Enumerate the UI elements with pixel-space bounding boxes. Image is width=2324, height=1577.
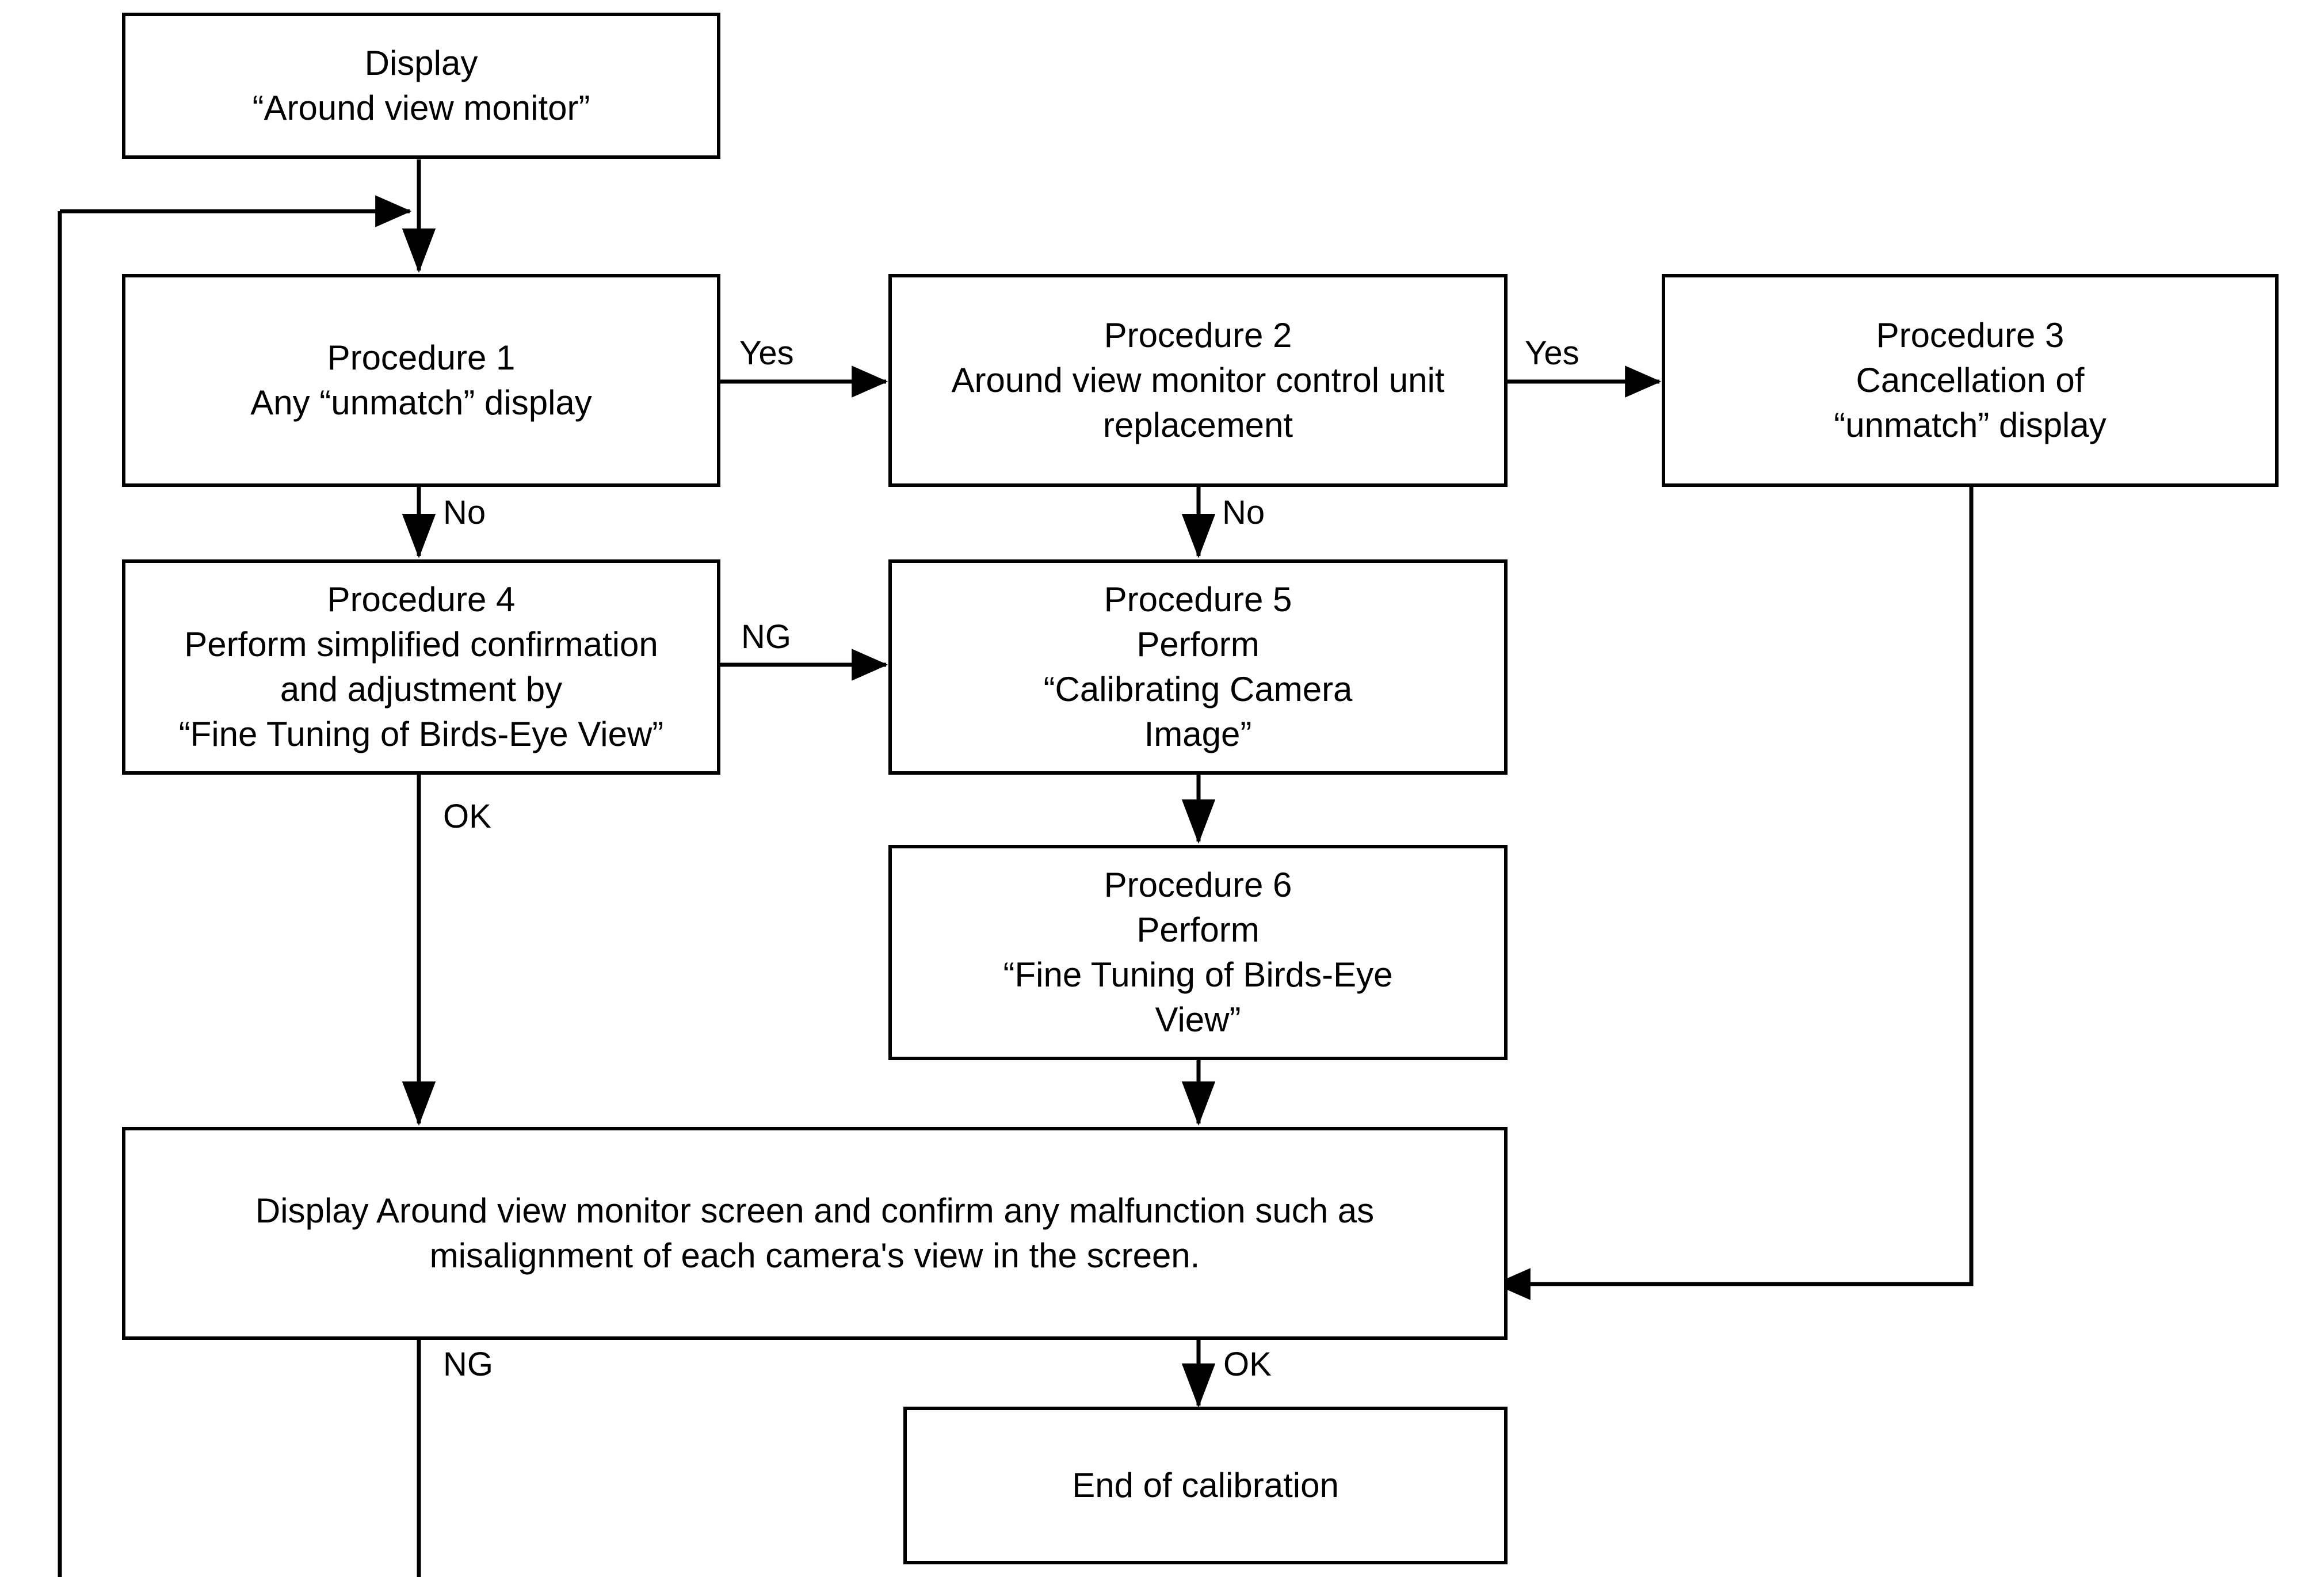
node-display[interactable]: Display “Around view monitor” xyxy=(122,13,720,159)
edge-label-proc1-no-text: No xyxy=(443,494,486,531)
edge-label-proc4-ng-text: NG xyxy=(741,618,791,656)
node-confirm-screen[interactable]: Display Around view monitor screen and c… xyxy=(122,1127,1508,1340)
node-procedure-3[interactable]: Procedure 3 Cancellation of “unmatch” di… xyxy=(1662,274,2279,487)
edge-label-proc4-ok-text: OK xyxy=(443,798,491,835)
node-procedure-4[interactable]: Procedure 4 Perform simplified confirmat… xyxy=(122,559,720,775)
node-end-of-calibration-label: End of calibration xyxy=(1072,1466,1339,1504)
node-procedure-2[interactable]: Procedure 2 Around view monitor control … xyxy=(888,274,1508,487)
edge-proc3-to-confirm xyxy=(1494,486,1974,1300)
edge-label-confirm-ok: OK xyxy=(1223,1348,1272,1381)
node-procedure-5-label: Procedure 5 Perform “Calibrating Camera … xyxy=(1043,580,1353,753)
node-procedure-2-label: Procedure 2 Around view monitor control … xyxy=(951,316,1445,444)
node-display-label: Display “Around view monitor” xyxy=(252,44,590,127)
node-confirm-screen-label: Display Around view monitor screen and c… xyxy=(255,1191,1375,1275)
node-procedure-4-label: Procedure 4 Perform simplified confirmat… xyxy=(178,580,664,753)
edge-label-proc4-ng: NG xyxy=(741,620,791,654)
edge-label-proc2-no: No xyxy=(1222,496,1265,530)
node-procedure-6[interactable]: Procedure 6 Perform “Fine Tuning of Bird… xyxy=(888,845,1508,1060)
edge-label-proc1-no: No xyxy=(443,496,486,530)
node-procedure-5[interactable]: Procedure 5 Perform “Calibrating Camera … xyxy=(888,559,1508,775)
edge-label-confirm-ng: NG xyxy=(443,1348,493,1381)
node-procedure-3-label: Procedure 3 Cancellation of “unmatch” di… xyxy=(1834,316,2107,444)
node-procedure-1[interactable]: Procedure 1 Any “unmatch” display xyxy=(122,274,720,487)
edge-label-proc1-yes: Yes xyxy=(739,337,794,370)
node-end-of-calibration[interactable]: End of calibration xyxy=(903,1407,1508,1564)
edge-label-confirm-ng-text: NG xyxy=(443,1346,493,1383)
edge-label-confirm-ok-text: OK xyxy=(1223,1346,1272,1383)
node-procedure-6-label: Procedure 6 Perform “Fine Tuning of Bird… xyxy=(1003,866,1393,1039)
edge-label-proc4-ok: OK xyxy=(443,800,491,833)
edge-label-proc2-yes-text: Yes xyxy=(1525,334,1579,372)
edge-label-proc1-yes-text: Yes xyxy=(739,334,794,372)
node-procedure-1-label: Procedure 1 Any “unmatch” display xyxy=(250,338,592,422)
edge-confirm-ng-loop xyxy=(58,211,421,1577)
edge-label-proc2-yes: Yes xyxy=(1525,337,1579,370)
edge-label-proc2-no-text: No xyxy=(1222,494,1265,531)
